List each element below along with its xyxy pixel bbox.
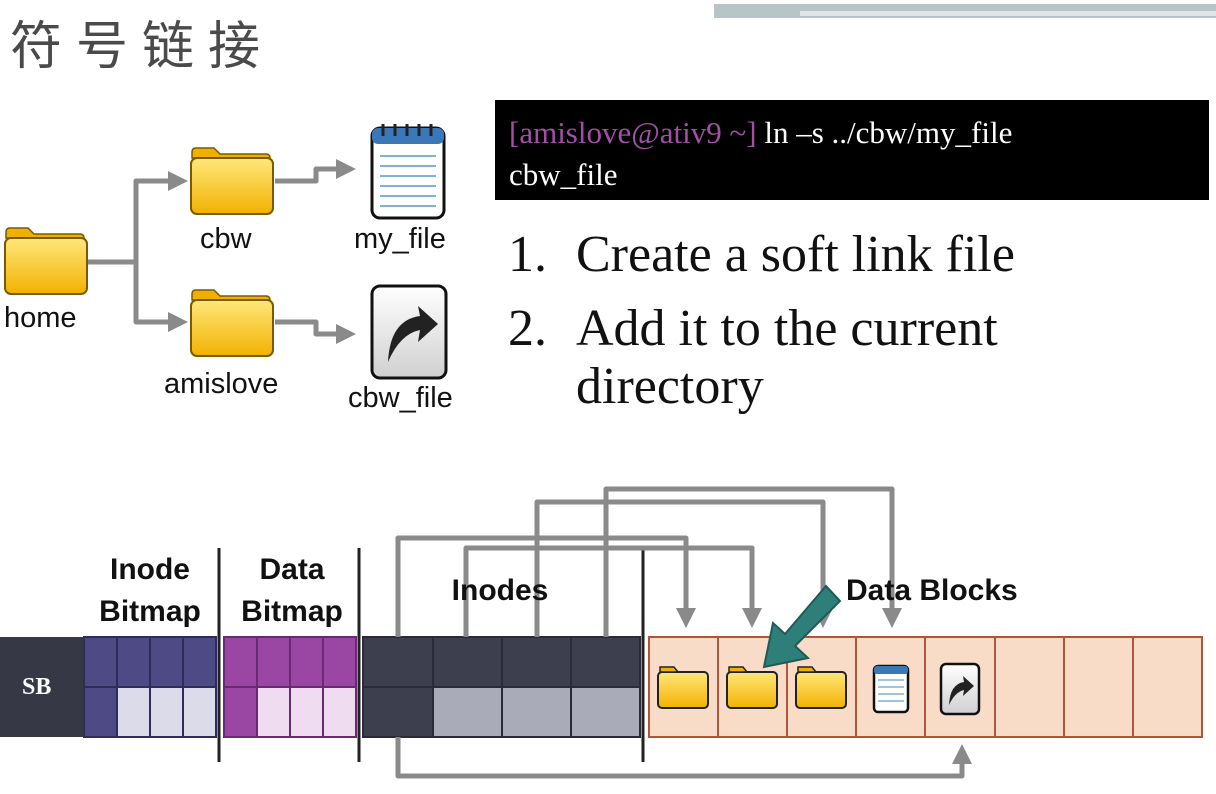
data-bitmap [223, 636, 357, 738]
step-1-text: Create a soft link file [576, 226, 1015, 283]
terminal-command-continuation: cbw_file [509, 157, 618, 192]
terminal-command: ln –s ../cbw/my_file [756, 115, 1013, 150]
cbw-label: cbw [200, 223, 252, 255]
home-folder-icon [4, 227, 88, 295]
shortcut-icon [370, 284, 448, 380]
inode-bitmap-heading: Inode Bitmap [84, 549, 216, 633]
my-file-label: my_file [354, 223, 446, 255]
inode-bitmap-heading-line2: Bitmap [99, 595, 201, 628]
step-2-text-cont: directory [576, 358, 764, 415]
pointer-arrow-5 [395, 737, 972, 779]
data-bitmap-heading-line1: Data [259, 553, 325, 586]
inode-bitmap-heading-line1: Inode [110, 553, 190, 586]
data-blocks-heading: Data Blocks [846, 574, 1018, 607]
home-to-cbw-arrow [88, 171, 188, 265]
amislove-label: amislove [164, 368, 279, 400]
block-folder-icon-3 [795, 666, 847, 709]
notepad-icon [370, 124, 446, 220]
tree-connectors [88, 159, 356, 344]
amislove-to-cbw-file-arrow [275, 319, 356, 344]
pointer-arrow-4 [603, 486, 902, 637]
step-2-text: Add it to the current [576, 300, 998, 357]
terminal-box: [amislove@ativ9 ~] ln –s ../cbw/my_file … [495, 100, 1209, 200]
cbw-file-label: cbw_file [348, 382, 453, 414]
inodes-heading: Inodes [451, 574, 549, 607]
superblock [0, 637, 83, 737]
pointer-arrow-1 [395, 535, 696, 637]
inodes-region [362, 636, 641, 738]
block-folder-icon-1 [657, 666, 709, 709]
cbw-folder-icon [190, 147, 274, 215]
data-bitmap-heading-line2: Bitmap [241, 595, 343, 628]
step-2-number: 2. [508, 300, 547, 357]
pointer-arrows [395, 486, 972, 779]
cbw-to-my-file-arrow [275, 159, 356, 184]
data-bitmap-heading: Data Bitmap [224, 549, 360, 633]
header-decoration-bar-light [800, 11, 1216, 16]
block-folder-icon-2 [726, 666, 778, 709]
step-1-number: 1. [508, 226, 547, 283]
block-notepad-icon [872, 664, 910, 714]
highlight-arrow [762, 584, 842, 669]
home-label: home [4, 302, 77, 334]
page-title: 符号链接 [10, 17, 275, 77]
home-to-amislove-arrow [133, 262, 188, 332]
superblock-label: SB [22, 674, 52, 700]
amislove-folder-icon [190, 289, 274, 357]
region-separators [217, 548, 645, 762]
terminal-prompt: [amislove@ativ9 ~] [509, 115, 757, 150]
inode-bitmap [83, 636, 217, 738]
pointer-arrow-2 [463, 545, 762, 637]
block-shortcut-icon [939, 662, 981, 716]
pointer-arrow-3 [534, 499, 833, 637]
